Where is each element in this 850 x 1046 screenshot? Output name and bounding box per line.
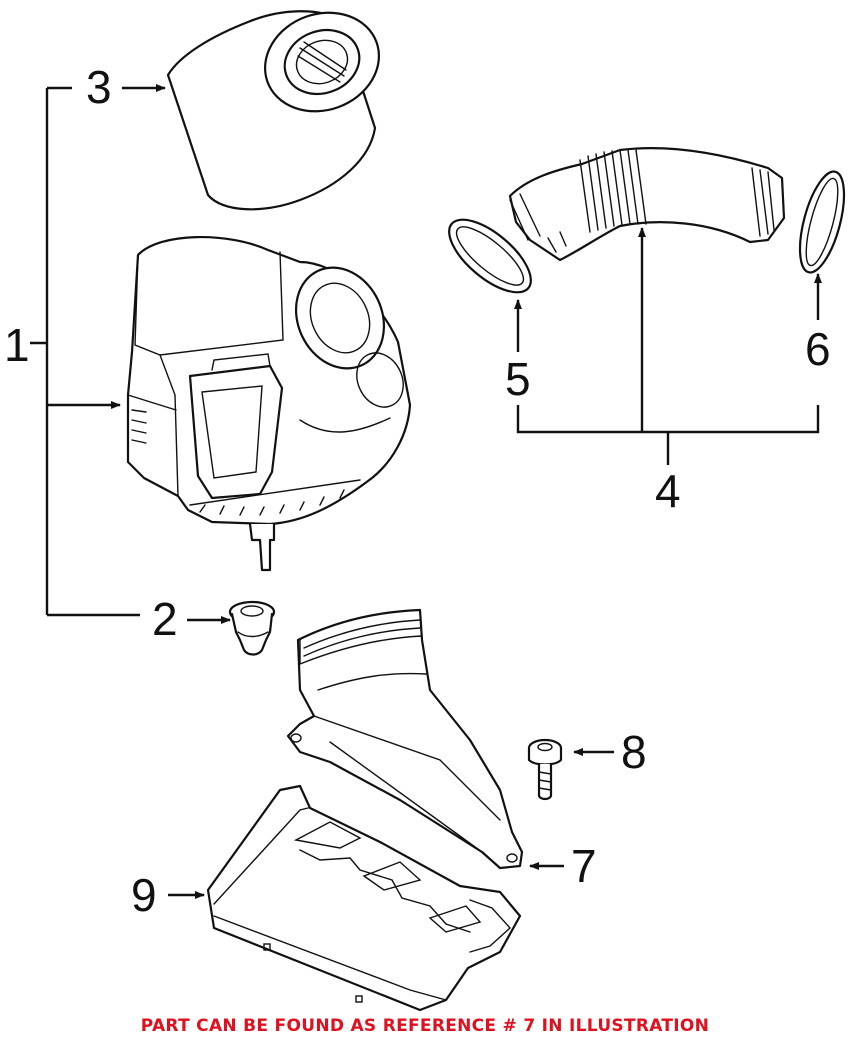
air-guide-deflector <box>206 784 522 1012</box>
air-box-housing <box>126 236 412 572</box>
callout-7: 7 <box>571 840 597 892</box>
bolt <box>527 738 563 801</box>
callout-1: 1 <box>4 319 30 371</box>
air-intake-scoop <box>286 608 524 870</box>
clamp-5 <box>448 218 532 294</box>
callout-8: 8 <box>621 726 647 778</box>
callout-4: 4 <box>655 465 681 517</box>
leader-4-5-6 <box>514 227 822 465</box>
callout-9: 9 <box>131 869 157 921</box>
callout-5: 5 <box>505 353 531 405</box>
callout-3: 3 <box>86 61 112 113</box>
air-filter-element <box>166 10 381 211</box>
leader-bracket-1 <box>30 86 140 617</box>
grommet <box>228 600 276 656</box>
clamp-6 <box>798 170 846 274</box>
reference-note: PART CAN BE FOUND AS REFERENCE # 7 IN IL… <box>140 1016 710 1036</box>
intake-duct <box>508 147 786 262</box>
callout-6: 6 <box>805 323 831 375</box>
callout-2: 2 <box>152 593 178 645</box>
